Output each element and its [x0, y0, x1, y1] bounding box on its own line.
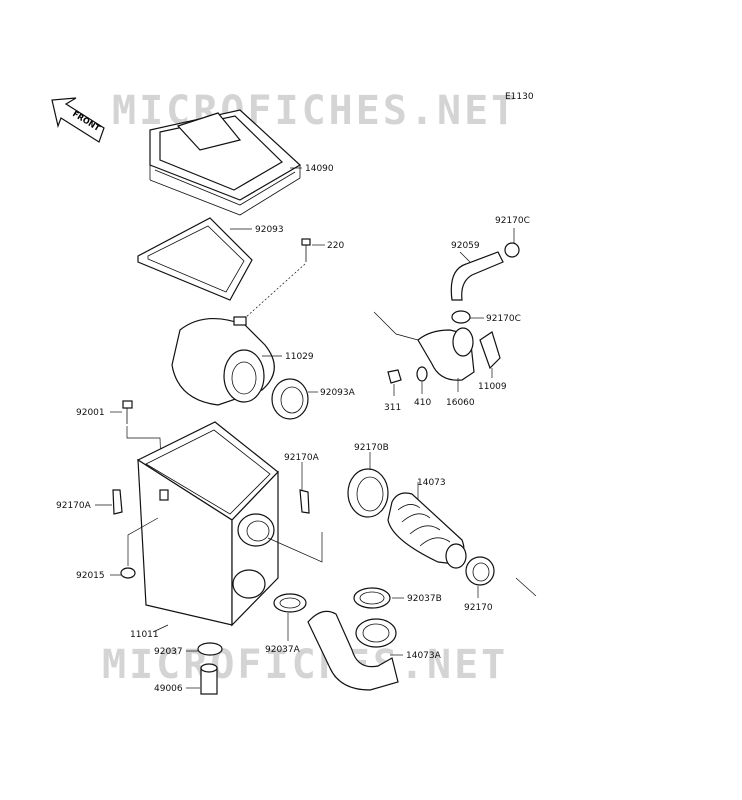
- clamp-92170B: [347, 468, 389, 518]
- label-92001: 92001: [76, 408, 105, 418]
- clamp-92170: [465, 556, 495, 586]
- label-220: 220: [327, 241, 344, 251]
- label-410: 410: [414, 398, 431, 408]
- leader-220-path: [244, 263, 306, 319]
- clamp-92170C-top: [504, 242, 520, 258]
- label-92015: 92015: [76, 571, 105, 581]
- gasket-92093: [137, 217, 253, 301]
- label-92037: 92037: [154, 647, 183, 657]
- clamp-92037A: [273, 593, 307, 613]
- grommet-92015: [120, 567, 136, 579]
- label-92170A-left: 92170A: [56, 501, 92, 511]
- label-11011: 11011: [130, 630, 159, 640]
- label-92170C-bottom: 92170C: [486, 314, 521, 324]
- nut-311: [387, 369, 402, 384]
- tube-49006: [200, 663, 218, 695]
- label-92170C-top: 92170C: [495, 216, 530, 226]
- air-filter-element: [149, 109, 302, 216]
- clamp-92037B: [353, 587, 391, 609]
- label-11029: 11029: [285, 352, 314, 362]
- gasket-11009: [479, 331, 501, 370]
- front-arrow-icon: FRONT: [51, 97, 105, 143]
- leader-11011: [152, 624, 169, 633]
- washer-410: [416, 366, 428, 382]
- bellows-14073: [387, 492, 467, 569]
- label-14073A: 14073A: [406, 651, 442, 661]
- elbow-16060: [417, 327, 475, 381]
- leader-92015-path: [127, 517, 159, 566]
- label-92093: 92093: [255, 225, 284, 235]
- filter-cylinder-11029: [171, 316, 275, 406]
- label-92170A-right: 92170A: [284, 453, 320, 463]
- clip-92170A-left: [112, 489, 123, 515]
- label-14073: 14073: [417, 478, 446, 488]
- hose-92059: [450, 251, 504, 301]
- watermark-bottom: MICROFICHES.NET: [102, 642, 508, 688]
- label-92059: 92059: [451, 241, 480, 251]
- leader-16060-path: [373, 311, 419, 341]
- duct-14073A: [307, 610, 399, 691]
- bolt-220: [301, 238, 311, 262]
- label-49006: 49006: [154, 684, 183, 694]
- clip-92170A-right: [299, 489, 310, 514]
- ring-92093A: [271, 378, 309, 420]
- diagram-code: E1130: [505, 92, 534, 102]
- clamp-92170C-bottom: [451, 310, 471, 324]
- clamp-92037: [197, 642, 223, 656]
- label-92093A: 92093A: [320, 388, 356, 398]
- connection-line-1: [267, 532, 323, 563]
- label-92170: 92170: [464, 603, 493, 613]
- label-14090: 14090: [305, 164, 334, 174]
- label-92037B: 92037B: [407, 594, 442, 604]
- label-16060: 16060: [446, 398, 475, 408]
- air-box-11011: [136, 421, 279, 627]
- connection-line-2: [515, 577, 537, 597]
- label-311: 311: [384, 403, 401, 413]
- label-92170B: 92170B: [354, 443, 389, 453]
- leader-92059: [459, 251, 471, 263]
- label-92037A: 92037A: [265, 645, 301, 655]
- label-11009: 11009: [478, 382, 507, 392]
- bolt-92001: [122, 400, 133, 424]
